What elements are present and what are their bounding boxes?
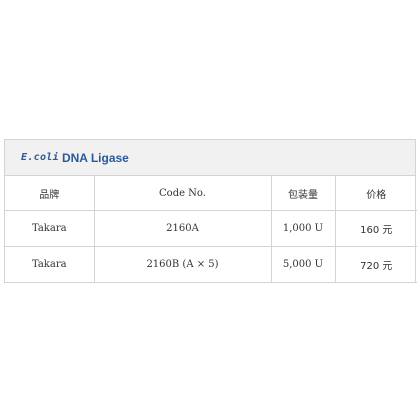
cell-price: 720 元 — [334, 246, 417, 283]
cell-package-size: 5,000 U — [270, 246, 336, 283]
cell-code-no: 2160B (A × 5) — [93, 246, 272, 283]
product-card: E.coli DNA Ligase 品牌 Code No. 包装量 价格 Tak… — [4, 139, 417, 283]
header-package-size: 包装量 — [270, 176, 336, 211]
cell-brand: Takara — [5, 210, 95, 247]
cell-price: 160 元 — [334, 210, 417, 247]
cell-package-size: 1,000 U — [270, 210, 336, 247]
table-row: Takara 2160B (A × 5) 5,000 U 720 元 — [5, 246, 417, 283]
price-table: 品牌 Code No. 包装量 价格 Takara 2160A 1,000 U … — [5, 176, 417, 283]
header-price: 价格 — [334, 176, 417, 211]
cell-brand: Takara — [5, 246, 95, 283]
header-brand: 品牌 — [5, 176, 95, 211]
product-title-name: DNA Ligase — [61, 150, 129, 165]
product-title-organism: E.coli — [21, 152, 59, 163]
header-code-no: Code No. — [93, 176, 272, 211]
cell-code-no: 2160A — [93, 210, 272, 247]
table-header-row: 品牌 Code No. 包装量 价格 — [5, 176, 417, 211]
table-row: Takara 2160A 1,000 U 160 元 — [5, 210, 417, 247]
product-title-bar: E.coli DNA Ligase — [5, 140, 415, 176]
